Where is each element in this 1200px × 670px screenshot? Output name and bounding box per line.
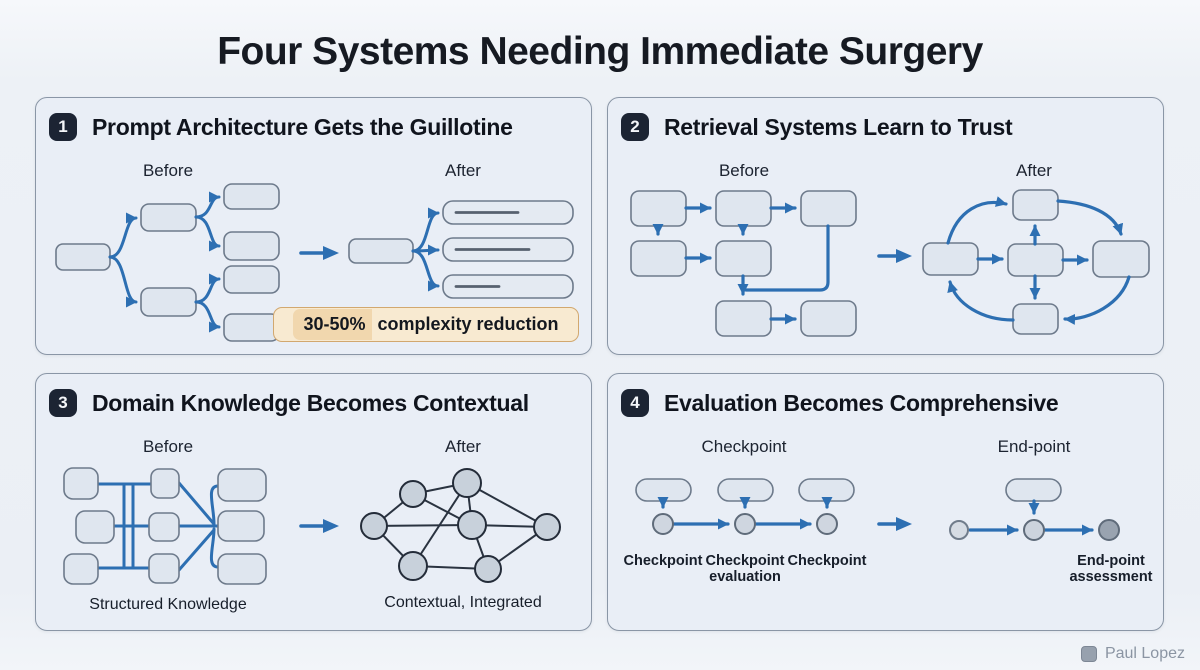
- before-label: Before: [142, 161, 194, 180]
- callout-highlight: 30-50%: [293, 309, 372, 340]
- after-feedback-loop: [922, 189, 1150, 335]
- panel-number-badge: 3: [49, 389, 77, 417]
- after-label: After: [445, 437, 481, 456]
- panel-title: Prompt Architecture Gets the Guillotine: [92, 113, 513, 140]
- page-title: Four Systems Needing Immediate Surgery: [217, 30, 983, 73]
- before-branching-tree: [55, 183, 280, 342]
- panel-prompt-architecture: 1 Prompt Architecture Gets the Guillotin…: [35, 97, 592, 355]
- end-point-label: End-point: [997, 437, 1071, 456]
- panel-header: 3 Domain Knowledge Becomes Contextual: [49, 389, 529, 417]
- checkpoint-evaluation-node-label: Checkpoint evaluation: [705, 553, 785, 585]
- author-name: Paul Lopez: [1104, 645, 1185, 662]
- panel-number-badge: 1: [49, 113, 77, 141]
- author-attribution: Paul Lopez: [1080, 645, 1185, 663]
- after-label: After: [445, 161, 481, 180]
- transform-arrow-icon: [877, 249, 912, 263]
- panel-number-badge: 2: [621, 113, 649, 141]
- before-label: Before: [718, 161, 770, 180]
- panel-domain-knowledge: 3 Domain Knowledge Becomes Contextual Be…: [35, 373, 592, 631]
- end-point-assessment-flow: [949, 478, 1120, 541]
- before-pipeline-grid: [630, 190, 857, 337]
- panel-title: Domain Knowledge Becomes Contextual: [92, 389, 529, 416]
- after-contextual-network: [360, 468, 561, 583]
- after-label: After: [1016, 161, 1052, 180]
- checkpoint-node-label: Checkpoint: [623, 553, 703, 569]
- checkpoint-label: Checkpoint: [701, 437, 787, 456]
- panel-title: Retrieval Systems Learn to Trust: [664, 113, 1013, 140]
- after-simplified-tree: [348, 200, 574, 299]
- panel-header: 4 Evaluation Becomes Comprehensive: [621, 389, 1059, 417]
- panel-number-badge: 4: [621, 389, 649, 417]
- panel-evaluation: 4 Evaluation Becomes Comprehensive Check…: [607, 373, 1164, 631]
- panel-retrieval-systems: 2 Retrieval Systems Learn to Trust Befor…: [607, 97, 1164, 355]
- before-label: Before: [142, 437, 194, 456]
- panel-header: 1 Prompt Architecture Gets the Guillotin…: [49, 113, 513, 141]
- checkpoint-node-label: Checkpoint: [787, 553, 867, 569]
- transform-arrow-icon: [877, 517, 912, 531]
- transform-arrow-icon: [299, 246, 339, 260]
- structured-knowledge-caption: Structured Knowledge: [89, 596, 247, 613]
- panel-title: Evaluation Becomes Comprehensive: [664, 389, 1059, 416]
- callout-text: complexity reduction: [377, 314, 559, 334]
- contextual-integrated-caption: Contextual, Integrated: [384, 594, 542, 611]
- end-point-assessment-node-label: End-point assessment: [1069, 553, 1153, 585]
- before-structured-grid: [63, 467, 267, 585]
- checkpoint-evaluation-flow: [635, 478, 855, 535]
- transform-arrow-icon: [299, 519, 339, 533]
- complexity-reduction-callout: 30-50% complexity reduction: [273, 307, 579, 342]
- author-icon: [1080, 646, 1097, 662]
- panel-header: 2 Retrieval Systems Learn to Trust: [621, 113, 1013, 141]
